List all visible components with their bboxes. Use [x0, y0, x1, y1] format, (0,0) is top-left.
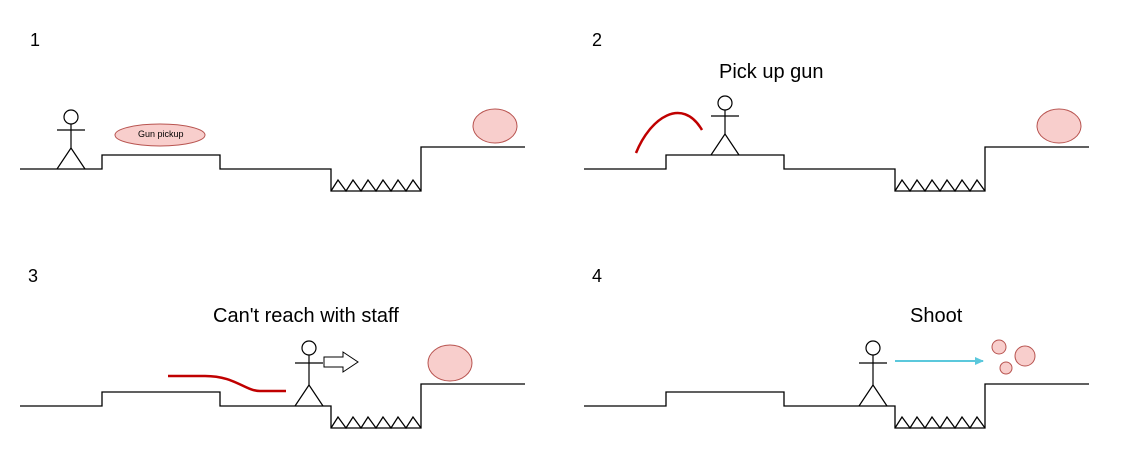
panel-4-spikes: [894, 415, 986, 430]
panel-1: [20, 108, 525, 193]
panel-2-terrain: [584, 146, 1089, 192]
panel-2-caption: Pick up gun: [719, 61, 824, 83]
panel-4-stick-figure: [858, 340, 888, 407]
panel-3-stick-figure: [294, 340, 324, 407]
panel-4-blob-fragment-3: [999, 361, 1013, 375]
panel-4-blob-fragment-2: [1014, 345, 1036, 367]
panel-1-enemy-blob: [472, 108, 518, 144]
panel-1-stick-figure: [56, 109, 86, 170]
panel-3: [20, 340, 525, 430]
panel-2-enemy-blob: [1036, 108, 1082, 144]
panel-3-staff-swing: [168, 374, 286, 393]
panel-3-number: 3: [28, 266, 39, 286]
panel-3-move-arrow: [323, 351, 359, 373]
panel-2-staff-swing: [634, 111, 704, 154]
panel-3-spikes: [330, 415, 422, 430]
panel-4: [584, 339, 1089, 430]
panel-2-number: 2: [592, 30, 603, 50]
panel-2: [584, 95, 1089, 193]
panel-4-blob-fragment-1: [991, 339, 1007, 355]
panel-4-number: 4: [592, 266, 603, 286]
panel-1-spikes: [330, 178, 422, 193]
panel-1-gun-pickup-label: Gun pickup: [138, 129, 184, 139]
panel-1-gun-pickup: [114, 123, 206, 147]
panel-3-caption: Can't reach with staff: [213, 305, 399, 327]
panel-1-number: 1: [30, 30, 41, 50]
panel-2-stick-figure: [710, 95, 740, 156]
panel-3-enemy-blob: [427, 344, 473, 382]
panel-3-terrain: [20, 383, 525, 429]
panel-2-spikes: [894, 178, 986, 193]
panel-4-terrain: [584, 383, 1089, 429]
panel-4-caption: Shoot: [910, 305, 963, 327]
panel-1-terrain: [20, 146, 525, 192]
